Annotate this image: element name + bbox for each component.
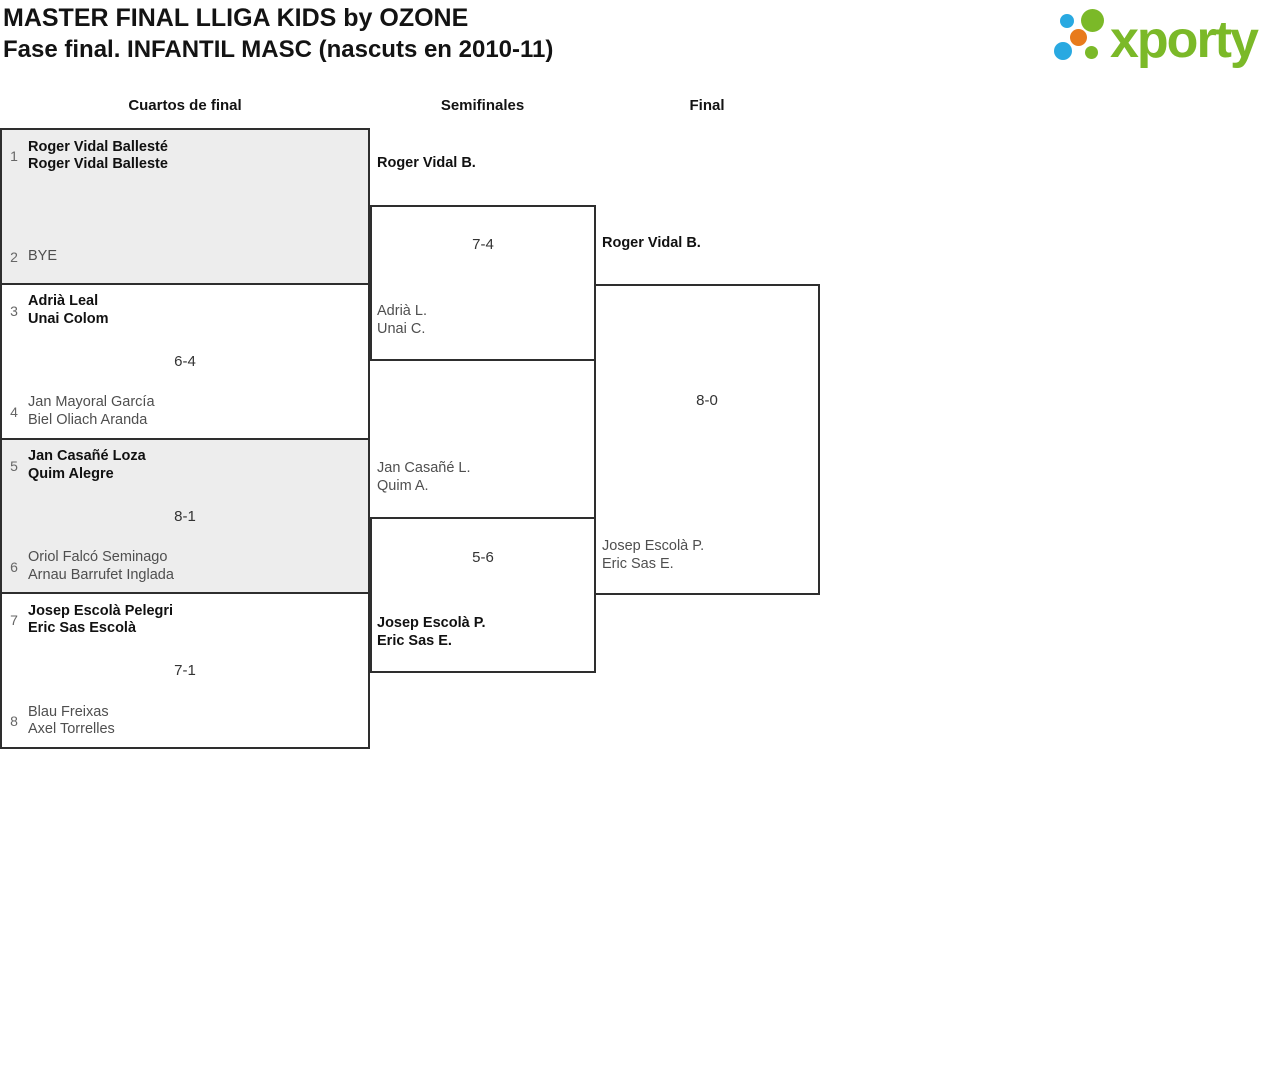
team-name: Adrià Leal Unai Colom xyxy=(28,293,109,327)
final-winner-name: Roger Vidal B. xyxy=(602,235,701,251)
qf2-top-team: 3 Adrià Leal Unai Colom xyxy=(2,292,368,330)
quarterfinal-match-4: 7 Josep Escolà Pelegri Eric Sas Escolà 7… xyxy=(2,592,368,747)
xporty-logo[interactable]: xporty xyxy=(1048,3,1278,81)
sf2-score: 5-6 xyxy=(472,549,494,566)
match-score: 7-1 xyxy=(174,662,196,680)
page-subtitle: Fase final. INFANTIL MASC (nascuts en 20… xyxy=(3,36,554,63)
page-title: MASTER FINAL LLIGA KIDS by OZONE xyxy=(3,4,469,32)
quarterfinal-match-3: 5 Jan Casañé Loza Quim Alegre 8-1 6 Orio… xyxy=(2,437,368,593)
team-name: BYE xyxy=(28,248,58,265)
qf4-bottom-team: 8 Blau Freixas Axel Torrelles xyxy=(2,702,368,740)
seed-number: 7 xyxy=(10,612,18,629)
logo-dot-blue-small xyxy=(1060,14,1074,28)
quarterfinal-match-2: 3 Adrià Leal Unai Colom 6-4 4 Jan Mayora… xyxy=(2,282,368,438)
qf1-bottom-team: 2 BYE xyxy=(2,238,368,276)
team-name: Oriol Falcó Seminago Arnau Barrufet Ingl… xyxy=(28,549,174,583)
seed-number: 1 xyxy=(10,148,18,164)
semifinal-1-box xyxy=(370,205,596,361)
quarterfinal-column: 1 Roger Vidal Ballesté Roger Vidal Balle… xyxy=(0,128,370,749)
round-header-quarterfinals: Cuartos de final xyxy=(128,97,242,114)
quarterfinal-match-1: 1 Roger Vidal Ballesté Roger Vidal Balle… xyxy=(2,130,368,283)
round-header-final: Final xyxy=(689,97,725,114)
team-name: Jan Casañé Loza Quim Alegre xyxy=(28,448,146,482)
seed-number: 8 xyxy=(10,713,18,730)
logo-dot-green-large xyxy=(1081,9,1104,32)
logo-dot-blue-medium xyxy=(1054,42,1072,60)
seed-number: 5 xyxy=(10,457,18,474)
team-name: Josep Escolà Pelegri Eric Sas Escolà xyxy=(28,602,174,637)
qf3-bottom-team: 6 Oriol Falcó Seminago Arnau Barrufet In… xyxy=(2,548,368,586)
seed-number: 2 xyxy=(10,249,18,265)
final-box xyxy=(594,284,820,595)
qf3-top-team: 5 Jan Casañé Loza Quim Alegre xyxy=(2,447,368,485)
seed-number: 3 xyxy=(10,302,18,319)
semifinal-2-box xyxy=(370,517,596,673)
final-loser-name: Josep Escolà P. Eric Sas E. xyxy=(602,538,705,572)
sf2-winner-name: Josep Escolà P. Eric Sas E. xyxy=(377,615,486,649)
logo-wordmark: xporty xyxy=(1110,11,1259,69)
seed-number: 6 xyxy=(10,558,18,575)
team-name: Jan Mayoral García Biel Oliach Aranda xyxy=(28,394,155,428)
qf2-bottom-team: 4 Jan Mayoral García Biel Oliach Aranda xyxy=(2,393,368,431)
logo-dot-orange xyxy=(1070,29,1087,46)
sf1-winner-name: Roger Vidal B. xyxy=(377,155,476,171)
qf4-top-team: 7 Josep Escolà Pelegri Eric Sas Escolà xyxy=(2,601,368,639)
match-score: 8-1 xyxy=(174,507,196,525)
qf1-top-team: 1 Roger Vidal Ballesté Roger Vidal Balle… xyxy=(2,137,368,175)
round-header-semifinals: Semifinales xyxy=(440,97,525,114)
logo-dot-green-small xyxy=(1085,46,1098,59)
seed-number: 4 xyxy=(10,403,18,420)
team-name: Blau Freixas Axel Torrelles xyxy=(28,703,115,738)
match-score: 6-4 xyxy=(174,352,196,370)
sf1-score: 7-4 xyxy=(472,236,494,253)
team-name: Roger Vidal Ballesté Roger Vidal Ballest… xyxy=(28,138,168,173)
sf2-loser-name: Jan Casañé L. Quim A. xyxy=(377,460,471,494)
sf1-loser-name: Adrià L. Unai C. xyxy=(377,303,427,337)
final-score: 8-0 xyxy=(696,392,718,409)
